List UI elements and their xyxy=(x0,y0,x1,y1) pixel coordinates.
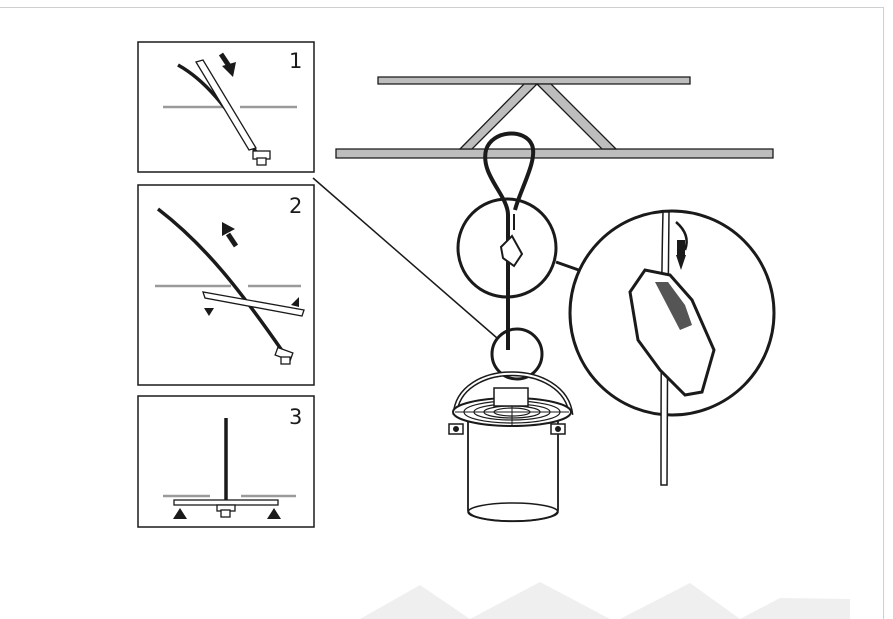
suspension-cable xyxy=(156,207,285,353)
gripper-zoom-view xyxy=(568,209,776,486)
gripper-slot xyxy=(655,282,692,330)
gripper-down-arrow-icon xyxy=(676,255,686,270)
pivot-triangle-left-icon xyxy=(173,508,187,519)
pull-up-arrow-icon xyxy=(222,222,239,248)
step-2-number: 2 xyxy=(289,194,302,218)
pivot-triangle-left-icon xyxy=(204,308,214,316)
step-3-number: 3 xyxy=(289,405,302,429)
suspended-fan xyxy=(448,371,574,523)
truss-strut-right xyxy=(535,83,618,150)
cable-gripper-icon xyxy=(628,268,716,397)
truss-bottom-beam xyxy=(335,148,774,159)
suspension-cable-loop xyxy=(483,131,536,350)
cable-end-nut xyxy=(220,509,231,518)
cable-end-nut xyxy=(256,157,267,166)
ceiling-truss xyxy=(335,76,774,159)
detail-callout-line xyxy=(312,177,498,339)
toggle-bar xyxy=(195,59,257,151)
push-down-arrow-icon xyxy=(218,52,236,77)
step-1-number: 1 xyxy=(289,49,302,73)
step-1-panel: 1 xyxy=(137,41,315,173)
truss-top-beam xyxy=(377,76,691,85)
cable-tail xyxy=(675,221,688,251)
fan-motor-box xyxy=(493,387,529,407)
watermark-logo xyxy=(360,582,850,619)
pivot-triangle-right-icon xyxy=(291,297,299,307)
cable-connection-ring xyxy=(490,327,544,381)
cable-gripper-small-icon xyxy=(499,234,524,268)
toggle-bar xyxy=(202,291,305,317)
clip-detail-ring xyxy=(456,197,558,299)
gripper-arrow-shaft xyxy=(677,240,685,256)
pivot-triangle-right-icon xyxy=(267,508,281,519)
cable-end-nut xyxy=(280,356,291,365)
step-2-panel: 2 xyxy=(137,184,315,386)
frame-border xyxy=(0,7,884,619)
toggle-bar xyxy=(173,499,279,506)
step-3-panel: 3 xyxy=(137,395,315,528)
